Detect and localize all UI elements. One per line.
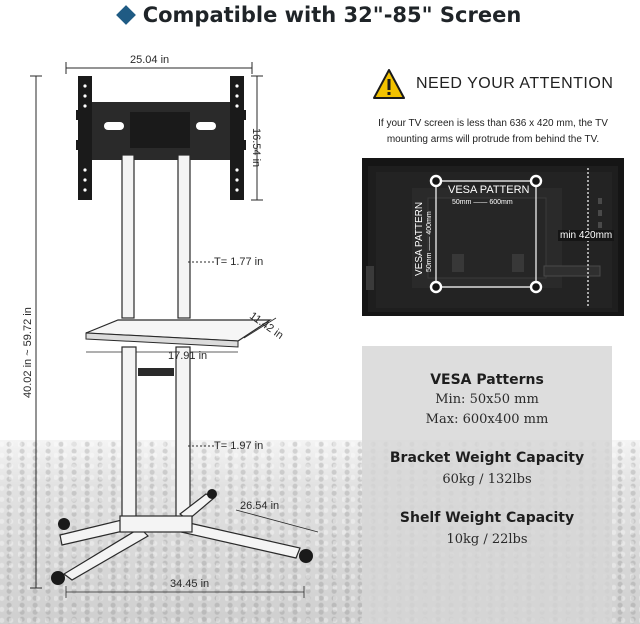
specifications-panel: VESA Patterns Min: 50x50 mm Max: 600x400… bbox=[362, 346, 612, 624]
shelf-capacity-heading: Shelf Weight Capacity bbox=[399, 510, 575, 526]
bracket-capacity-value: 60kg / 132lbs bbox=[442, 472, 532, 487]
base-width-label: 34.45 in bbox=[170, 578, 210, 590]
attention-header: NEED YOUR ATTENTION bbox=[372, 68, 613, 100]
vesa-vertical-range: 50mm —— 400mm bbox=[426, 211, 433, 272]
tv-back-diagram: VESA PATTERN 50mm —— 600mm VESA PATTERN … bbox=[362, 158, 624, 316]
shelf-width-label: 17.91 in bbox=[168, 350, 208, 362]
vesa-max-value: Max: 600x400 mm bbox=[425, 412, 549, 427]
warning-triangle-icon bbox=[373, 69, 405, 99]
page-title: Compatible with 32"-85" Screen bbox=[142, 3, 522, 27]
bracket-width-label: 25.04 in bbox=[130, 54, 170, 66]
bracket-capacity-heading: Bracket Weight Capacity bbox=[389, 450, 585, 466]
lower-pole-thickness-label: T= 1.97 in bbox=[214, 440, 264, 452]
vesa-horizontal-range: 50mm —— 600mm bbox=[452, 199, 513, 206]
shelf-capacity-value: 10kg / 22lbs bbox=[446, 532, 528, 547]
total-height-label: 40.02 in ~ 59.72 in bbox=[22, 307, 34, 398]
vesa-pattern-label: VESA PATTERN bbox=[448, 184, 530, 196]
vesa-pattern-vertical-label: VESA PATTERN bbox=[414, 201, 425, 276]
bracket-height-label: 16.54 in bbox=[250, 128, 262, 168]
vesa-patterns-heading: VESA Patterns bbox=[430, 372, 544, 388]
tv-stand-diagram bbox=[30, 62, 319, 598]
base-depth-label: 26.54 in bbox=[240, 500, 280, 512]
title-bar: Compatible with 32"-85" Screen bbox=[0, 0, 640, 30]
vesa-min-value: Min: 50x50 mm bbox=[435, 392, 539, 407]
upper-pole-thickness-label: T= 1.77 in bbox=[214, 256, 264, 268]
attention-heading: NEED YOUR ATTENTION bbox=[416, 75, 614, 92]
attention-note: If your TV screen is less than 636 x 420… bbox=[378, 118, 608, 145]
min-height-label: min 420mm bbox=[558, 230, 615, 241]
